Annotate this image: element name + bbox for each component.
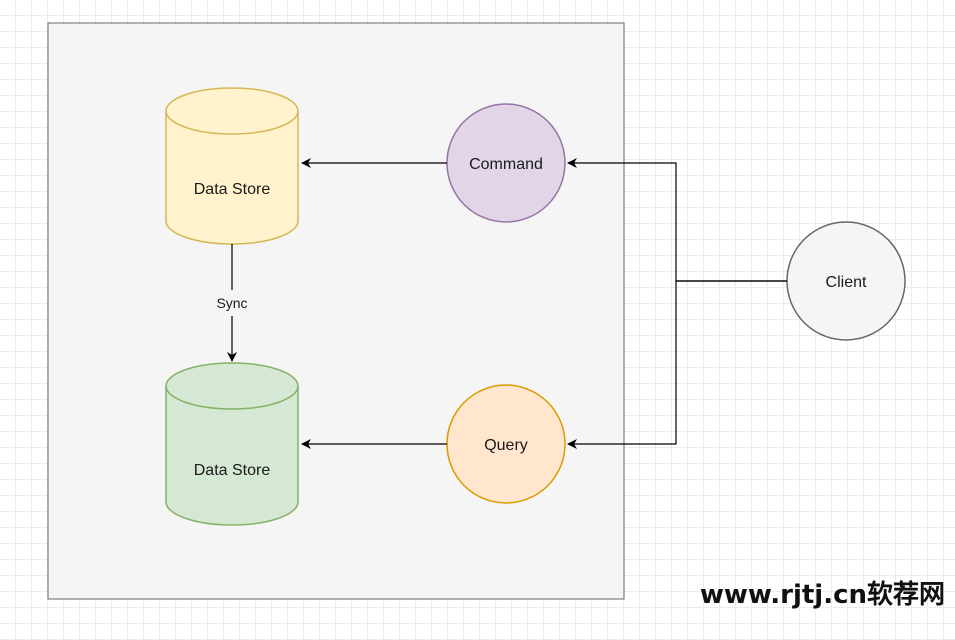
command-node[interactable]: Command (446, 103, 566, 223)
data-store-primary-rim (165, 110, 299, 135)
data-store-replica-body (165, 362, 299, 526)
data-store-replica[interactable]: Data Store (165, 362, 299, 526)
data-store-primary-body (165, 87, 299, 245)
query-node[interactable]: Query (446, 384, 566, 504)
client-node[interactable]: Client (786, 221, 906, 341)
sync-edge-label: Sync (216, 295, 247, 311)
data-store-primary[interactable]: Data Store (165, 87, 299, 245)
client-label: Client (826, 274, 867, 291)
watermark-text: www.rjtj.cn软荐网 (700, 580, 945, 610)
data-store-primary-label: Data Store (194, 181, 271, 198)
sync-edge[interactable]: Sync (216, 244, 248, 362)
command-label: Command (469, 156, 543, 173)
query-label: Query (484, 437, 528, 454)
system-boundary-container[interactable] (47, 22, 625, 600)
data-store-replica-rim (165, 385, 299, 410)
data-store-replica-label: Data Store (194, 462, 271, 479)
client-to-query-edge[interactable] (567, 280, 787, 449)
